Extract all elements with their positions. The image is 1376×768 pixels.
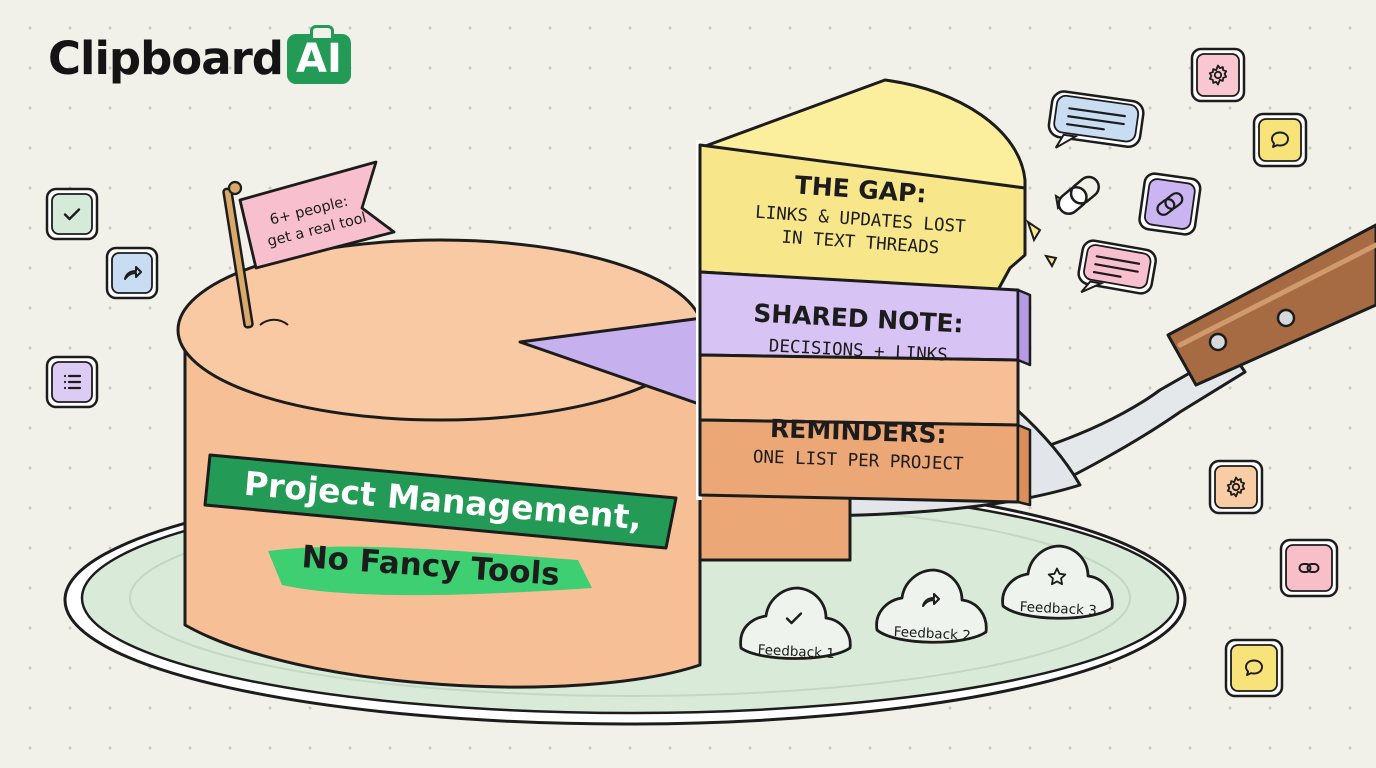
link-icon [1057, 175, 1100, 215]
feedback-3-label: Feedback 3 [1019, 599, 1097, 619]
link-icon [1279, 538, 1339, 598]
link-icon [1138, 172, 1202, 236]
forward-icon [105, 246, 159, 300]
flag: 6+ people: get a real tool [222, 160, 396, 329]
chat-bubble-icon [1047, 90, 1145, 149]
gear-icon [1190, 47, 1246, 103]
layer-3-title: REMINDERS: [770, 414, 947, 449]
list-icon [45, 355, 99, 409]
chat-icon [1224, 638, 1284, 698]
feedback-dollop-1: Feedback 1 [739, 586, 852, 662]
feedback-dollops: Feedback 1 Feedback 2 Feedback 3 [739, 544, 1114, 662]
feedback-1-label: Feedback 1 [757, 642, 835, 662]
floating-icons [1047, 90, 1202, 295]
logo-text: Clipboard [48, 32, 284, 85]
feedback-dollop-2: Feedback 2 [875, 568, 988, 644]
logo: Clipboard AI [48, 24, 351, 85]
logo-badge-text: AI [295, 35, 342, 82]
side-icons-left [45, 187, 159, 409]
check-icon [45, 187, 99, 241]
gear-icon [1208, 459, 1264, 515]
chat-icon [1252, 112, 1308, 168]
logo-ai-badge: AI [286, 24, 351, 84]
feedback-2-label: Feedback 2 [893, 624, 971, 644]
feedback-dollop-3: Feedback 3 [1001, 544, 1114, 620]
side-icons-right [1190, 47, 1339, 698]
cake-slice: THE GAP: LINKS & UPDATES LOST IN TEXT TH… [696, 78, 1068, 507]
chat-bubble-icon [1077, 239, 1157, 295]
clipboard-clip-icon [309, 24, 334, 38]
